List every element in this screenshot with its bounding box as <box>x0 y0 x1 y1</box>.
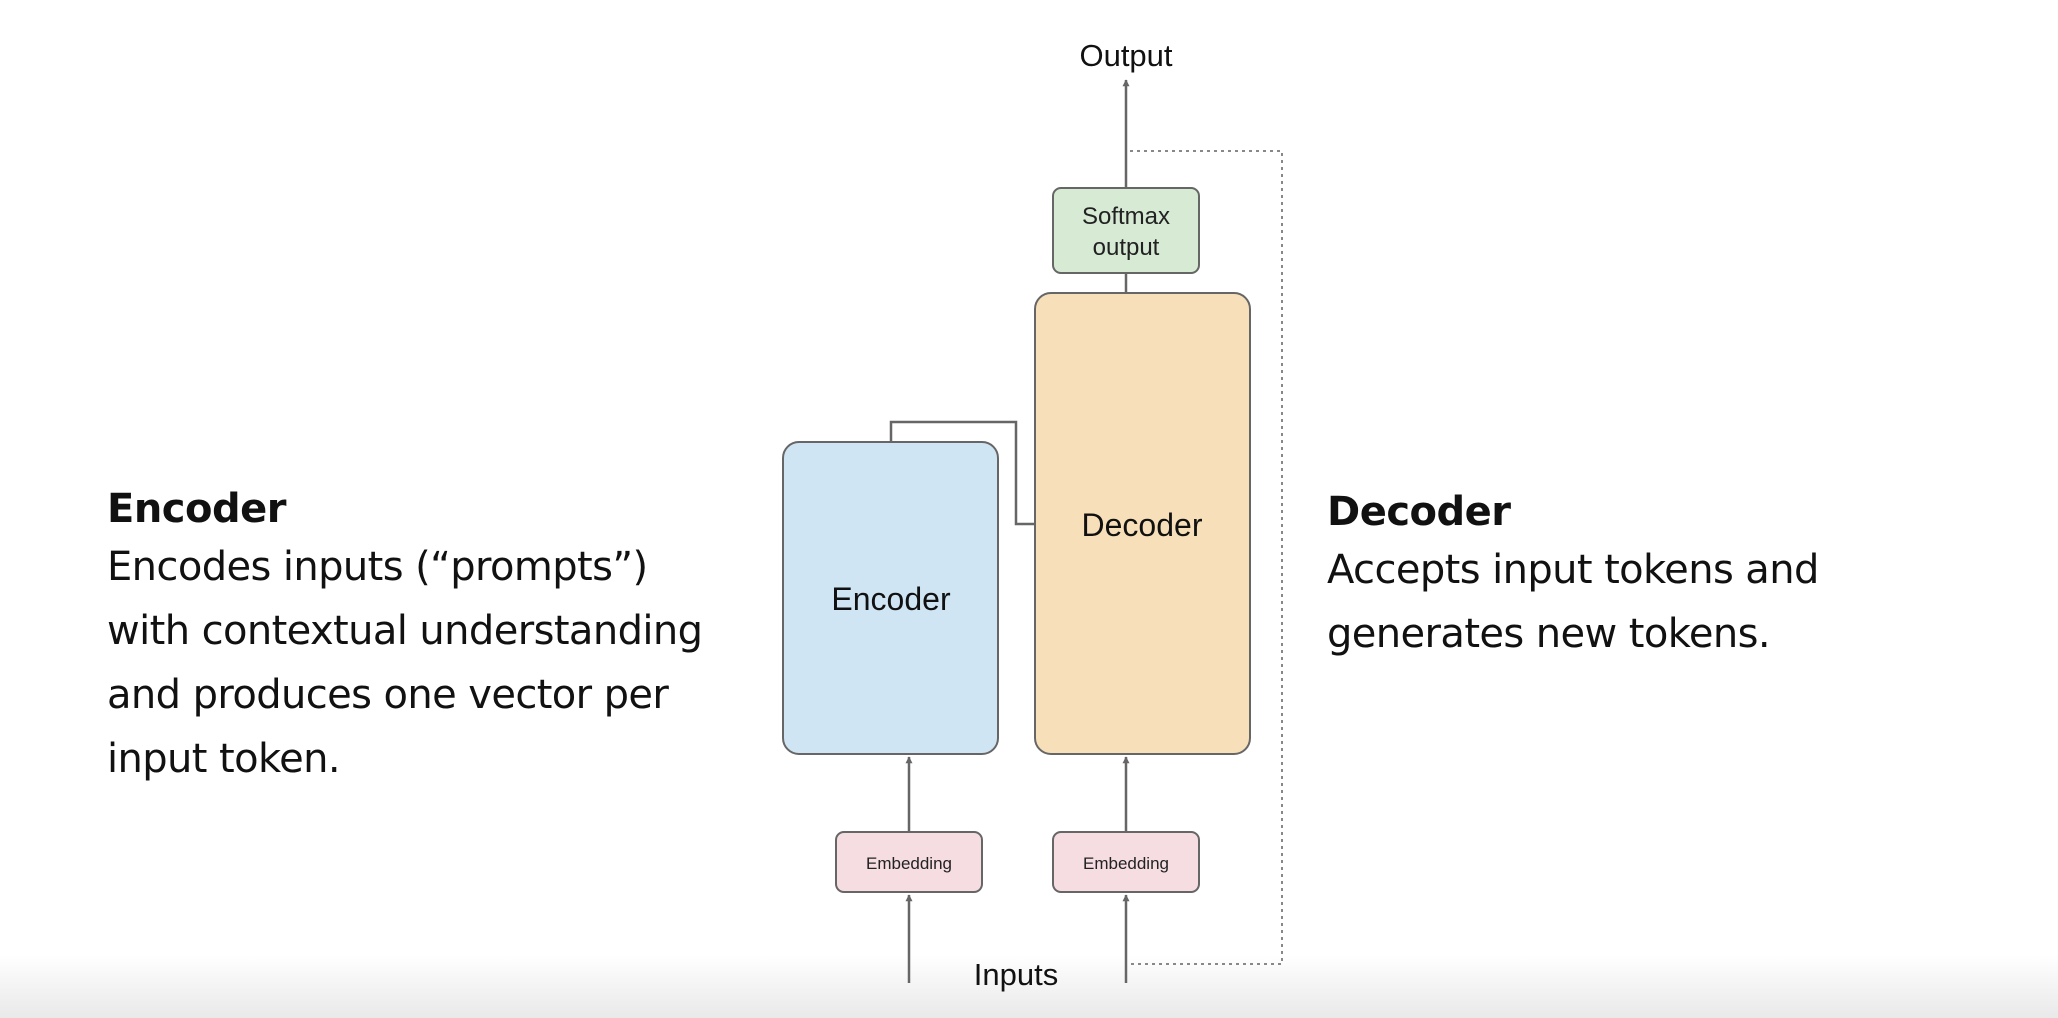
softmax-label-line1: Softmax <box>1082 203 1170 230</box>
decoder-embedding-box <box>1052 831 1200 893</box>
decoder-box <box>1034 292 1251 755</box>
decoder-embedding-label: Embedding <box>1083 854 1169 873</box>
output-label: Output <box>1079 38 1172 73</box>
encoder-body-line: input token. <box>107 736 341 782</box>
decoder-body-line: generates new tokens. <box>1327 611 1771 657</box>
encoder-to-decoder-connector <box>889 420 1035 526</box>
softmax-label-line2: output <box>1093 234 1160 261</box>
encoder-description: Encoder Encodes inputs (“prompts”) with … <box>107 483 747 791</box>
encoder-heading: Encoder <box>107 486 286 532</box>
encoder-box <box>782 441 999 755</box>
decoder-description: Decoder Accepts input tokens and generat… <box>1327 486 1967 666</box>
encoder-box-label: Encoder <box>831 581 951 617</box>
encoder-body-line: with contextual understanding <box>107 608 703 654</box>
decoder-body: Accepts input tokens and generates new t… <box>1327 538 1887 666</box>
inputs-label: Inputs <box>974 957 1058 992</box>
decoder-body-line: Accepts input tokens and <box>1327 547 1819 593</box>
decoder-heading: Decoder <box>1327 489 1511 535</box>
encoder-body-line: Encodes inputs (“prompts”) <box>107 544 648 590</box>
encoder-body: Encodes inputs (“prompts”) with contextu… <box>107 535 747 791</box>
encoder-embedding-box <box>835 831 983 893</box>
encoder-body-line: and produces one vector per <box>107 672 669 718</box>
decoder-box-label: Decoder <box>1082 507 1203 543</box>
encoder-embedding-label: Embedding <box>866 854 952 873</box>
